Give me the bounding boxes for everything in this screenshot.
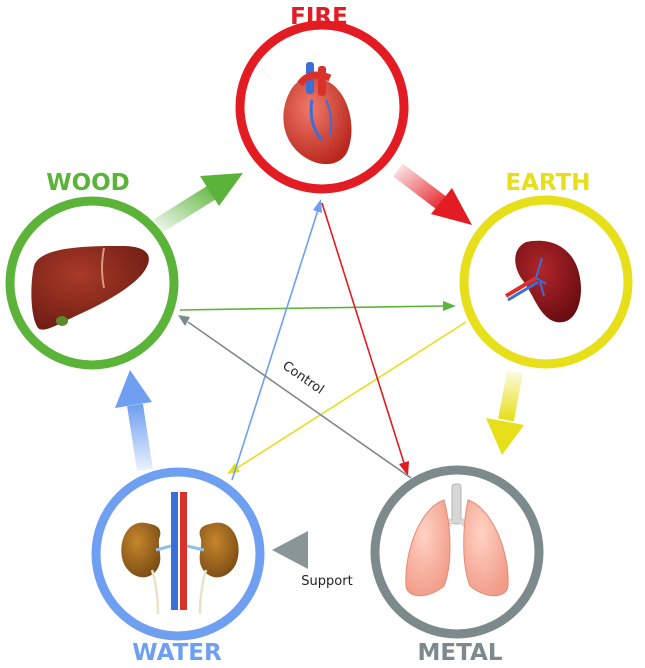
heart-icon <box>283 62 352 165</box>
node-earth <box>459 195 633 369</box>
liver-icon <box>31 246 149 330</box>
control-line-fire-to-metal <box>321 202 409 476</box>
control-line-wood-to-earth <box>179 301 456 311</box>
arrow-earth-to-metal <box>486 370 524 455</box>
node-fire <box>235 20 409 194</box>
arrow-fire-to-earth <box>393 163 472 225</box>
arrow-metal-to-water <box>272 531 365 569</box>
node-wood <box>5 196 179 370</box>
control-line-metal-to-wood <box>178 315 412 479</box>
control-line-water-to-fire <box>231 199 322 481</box>
label-fire: FIRE <box>290 4 348 30</box>
support-label: Support <box>301 574 352 589</box>
node-metal <box>370 465 544 639</box>
lungs-icon <box>405 483 509 597</box>
spleen-icon <box>504 240 581 323</box>
control-line-earth-to-water <box>227 321 467 474</box>
label-wood: WOOD <box>46 170 130 196</box>
node-water <box>91 467 265 641</box>
label-water: WATER <box>132 640 222 666</box>
label-earth: EARTH <box>505 170 590 196</box>
arrow-water-to-wood <box>115 370 153 472</box>
label-metal: METAL <box>418 640 503 666</box>
arrow-wood-to-fire <box>153 173 243 233</box>
kidneys-icon <box>121 492 239 615</box>
